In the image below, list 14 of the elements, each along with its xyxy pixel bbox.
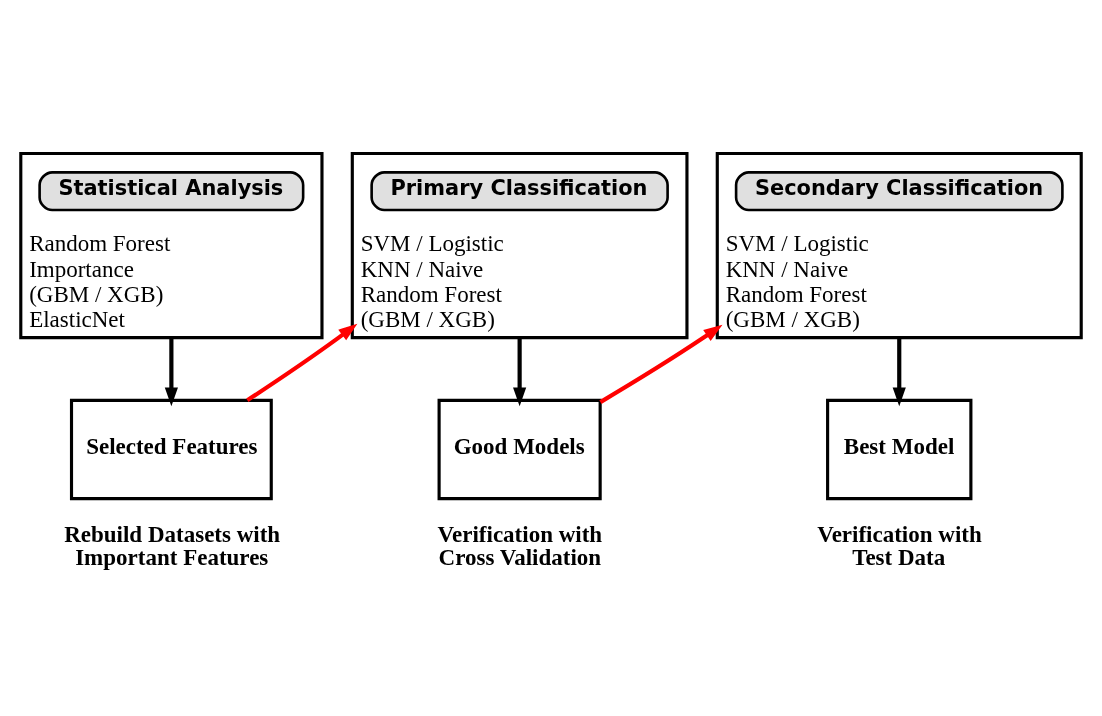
node-label: Verification with Cross Validation	[437, 522, 603, 571]
node-label: Rebuild Datasets with Important Features	[64, 522, 281, 571]
arrow	[892, 337, 906, 407]
node-box: Good Models	[437, 398, 602, 501]
arrow	[599, 324, 723, 404]
node-box: Selected Features	[69, 398, 273, 501]
node-box: Secondary Classification	[734, 171, 1064, 212]
node-box: Best Model	[826, 398, 973, 501]
arrow	[164, 337, 178, 407]
arrow	[513, 337, 527, 407]
node-box: Statistical Analysis	[38, 171, 305, 212]
node-box: Primary Classification	[370, 171, 669, 212]
arrow	[246, 323, 358, 402]
node-label: Verification with Test Data	[817, 522, 982, 571]
